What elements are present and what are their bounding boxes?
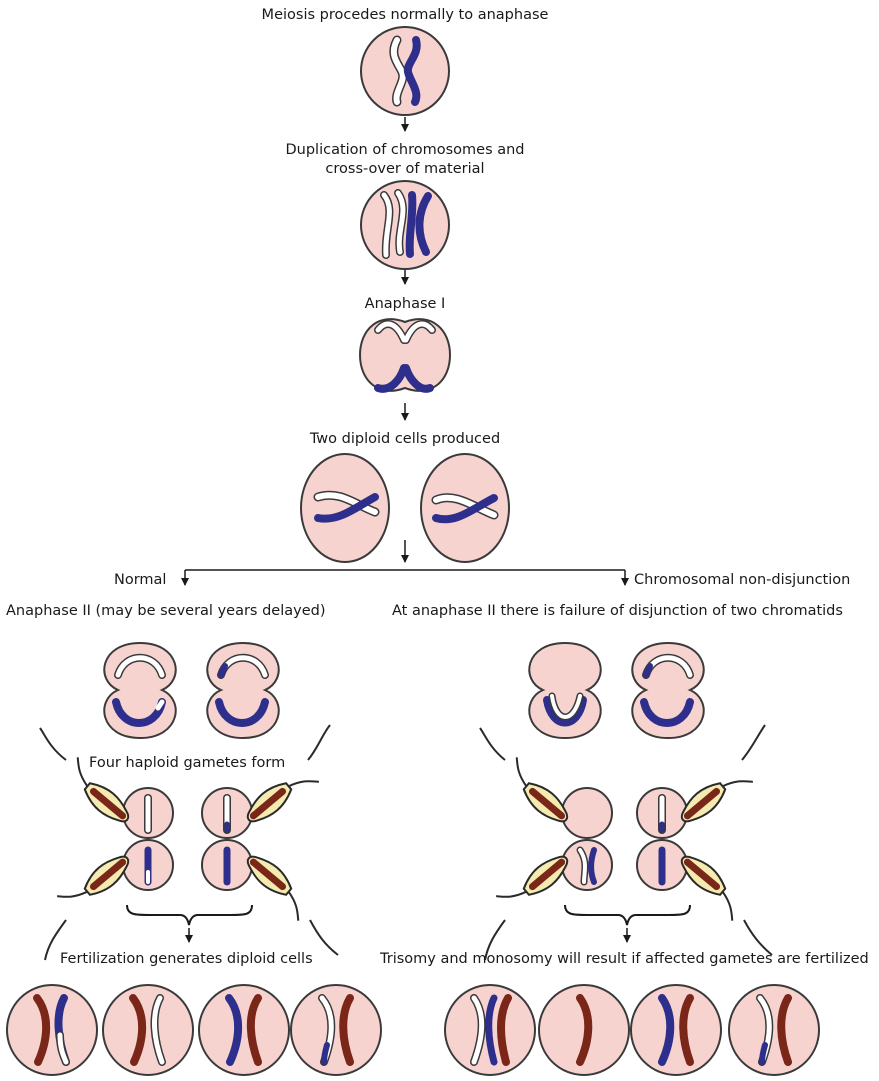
left-zygote-1 [7, 985, 97, 1075]
left-gamete-3 [123, 840, 173, 890]
left-anaphase2-cell-1 [104, 643, 175, 738]
left-gamete-2 [202, 788, 252, 838]
right-result-label: Trisomy and monosomy will result if affe… [380, 950, 869, 968]
step4-label: Two diploid cells produced [310, 430, 500, 448]
left-gamete-4 [202, 840, 252, 890]
right-anaphase2-label: At anaphase II there is failure of disju… [392, 602, 843, 620]
sperm-left-2 [242, 725, 330, 832]
sperm-left-3 [45, 846, 134, 960]
left-zygote-3 [199, 985, 289, 1075]
right-gamete-1 [562, 788, 612, 838]
branch-normal-label: Normal [114, 571, 166, 589]
branch-nondisjunction-label: Chromosomal non-disjunction [634, 571, 850, 589]
left-zygote-2 [103, 985, 193, 1075]
right-anaphase2-cell-2 [632, 643, 703, 738]
cell-step4-left [301, 454, 389, 562]
sperm-right-4 [673, 850, 772, 955]
step2-label-line1: Duplication of chromosomes and [285, 141, 524, 159]
right-gamete-3 [562, 840, 612, 890]
step1-label: Meiosis procedes normally to anaphase [262, 6, 549, 24]
branch-connector [185, 570, 625, 585]
left-brace [127, 905, 252, 925]
left-result-label: Fertilization generates diploid cells [60, 950, 313, 968]
cell-step4-right [421, 454, 509, 562]
left-gamete-1 [123, 788, 173, 838]
gametes-label: Four haploid gametes form [89, 754, 285, 772]
sperm-right-3 [485, 846, 573, 960]
sperm-left-1 [40, 728, 137, 828]
left-anaphase2-cell-2 [207, 643, 278, 738]
cell-step3 [360, 319, 450, 391]
right-zygote-4 [729, 985, 819, 1075]
step3-label: Anaphase I [365, 295, 446, 313]
cell-step2 [361, 181, 449, 269]
right-gamete-2 [637, 788, 687, 838]
right-brace [565, 905, 690, 925]
right-zygote-2 [539, 985, 629, 1075]
right-zygote-3 [631, 985, 721, 1075]
left-zygote-4 [291, 985, 381, 1075]
sperm-left-4 [239, 850, 338, 955]
left-anaphase2-label: Anaphase II (may be several years delaye… [6, 602, 326, 620]
right-zygote-1 [445, 985, 535, 1075]
cell-step1 [361, 27, 449, 115]
right-anaphase2-cell-1 [529, 643, 600, 738]
right-gamete-4 [637, 840, 687, 890]
sperm-right-1 [480, 728, 576, 828]
step2-label-line2: cross-over of material [325, 160, 484, 178]
sperm-right-2 [676, 725, 765, 832]
